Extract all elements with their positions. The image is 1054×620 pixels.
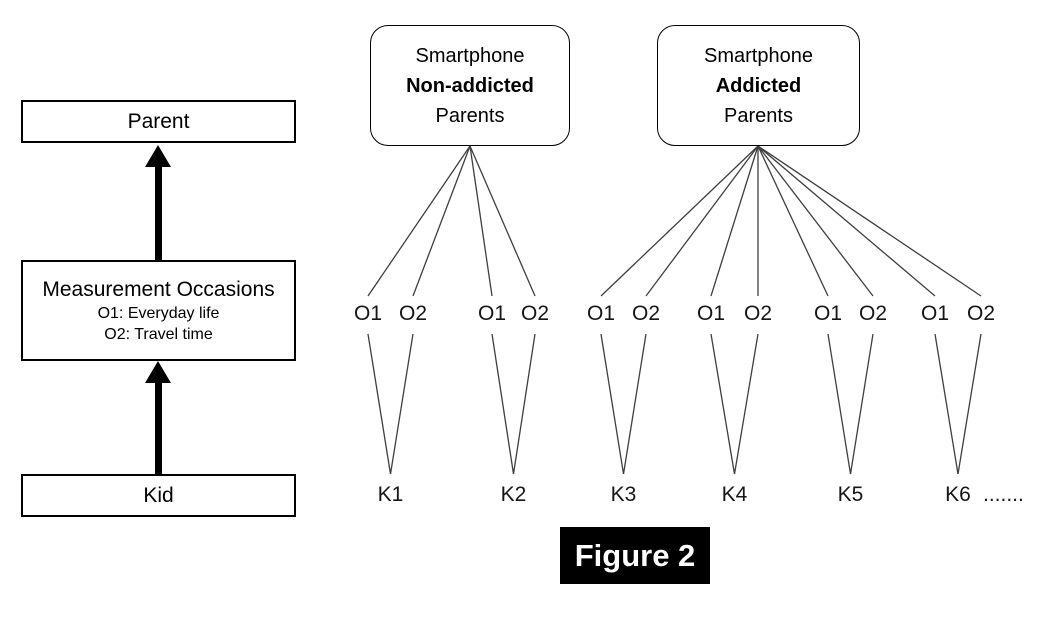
kid-box-label: Kid bbox=[143, 483, 174, 507]
arrow-head-icon bbox=[145, 145, 171, 167]
measurement-occasions-box: Measurement Occasions O1: Everyday life … bbox=[21, 260, 296, 361]
group-title-line-bold: Non-addicted bbox=[406, 74, 534, 97]
kid-label: K5 bbox=[837, 483, 864, 506]
occasion-label: O2 bbox=[966, 302, 996, 325]
arrow-shaft bbox=[154, 167, 162, 260]
occasion-label: O2 bbox=[520, 302, 550, 325]
parent-box: Parent bbox=[21, 100, 296, 143]
figure-caption-badge: Figure 2 bbox=[560, 527, 710, 584]
occasion-label: O1 bbox=[920, 302, 950, 325]
occasion-label: O2 bbox=[858, 302, 888, 325]
occasion-label: O1 bbox=[353, 302, 383, 325]
kid-label: K3 bbox=[610, 483, 637, 506]
occasion-label: O1 bbox=[813, 302, 843, 325]
kid-label-ellipsis: ....... bbox=[983, 483, 1024, 506]
occasion-label: O1 bbox=[586, 302, 616, 325]
kid-label: K4 bbox=[721, 483, 748, 506]
occasion-label: O2 bbox=[398, 302, 428, 325]
occasion-label: O2 bbox=[743, 302, 773, 325]
group-title-line: Smartphone bbox=[704, 44, 813, 67]
group-title-line: Smartphone bbox=[415, 44, 525, 67]
occasion-label: O2 bbox=[631, 302, 661, 325]
kid-box: Kid bbox=[21, 474, 296, 517]
group-title-line: Parents bbox=[435, 104, 505, 127]
arrow-shaft bbox=[154, 383, 162, 474]
up-arrow-kid-to-measurement bbox=[145, 361, 171, 474]
kid-label: K1 bbox=[377, 483, 404, 506]
parent-box-label: Parent bbox=[127, 109, 190, 133]
occasion-label: O1 bbox=[696, 302, 726, 325]
group-box-addicted-parents: Smartphone Addicted Parents bbox=[657, 25, 860, 146]
arrow-head-icon bbox=[145, 361, 171, 383]
group-box-nonaddicted-parents: Smartphone Non-addicted Parents bbox=[370, 25, 570, 146]
occasion-label: O1 bbox=[477, 302, 507, 325]
kid-label: K6 bbox=[945, 483, 971, 506]
group-title-line: Parents bbox=[724, 104, 793, 127]
measurement-box-line2: O2: Travel time bbox=[104, 326, 213, 343]
kid-label: K2 bbox=[500, 483, 527, 506]
measurement-box-title: Measurement Occasions bbox=[42, 278, 275, 301]
measurement-box-line1: O1: Everyday life bbox=[97, 305, 220, 322]
up-arrow-measurement-to-parent bbox=[145, 145, 171, 260]
group-title-line-bold: Addicted bbox=[715, 74, 802, 97]
